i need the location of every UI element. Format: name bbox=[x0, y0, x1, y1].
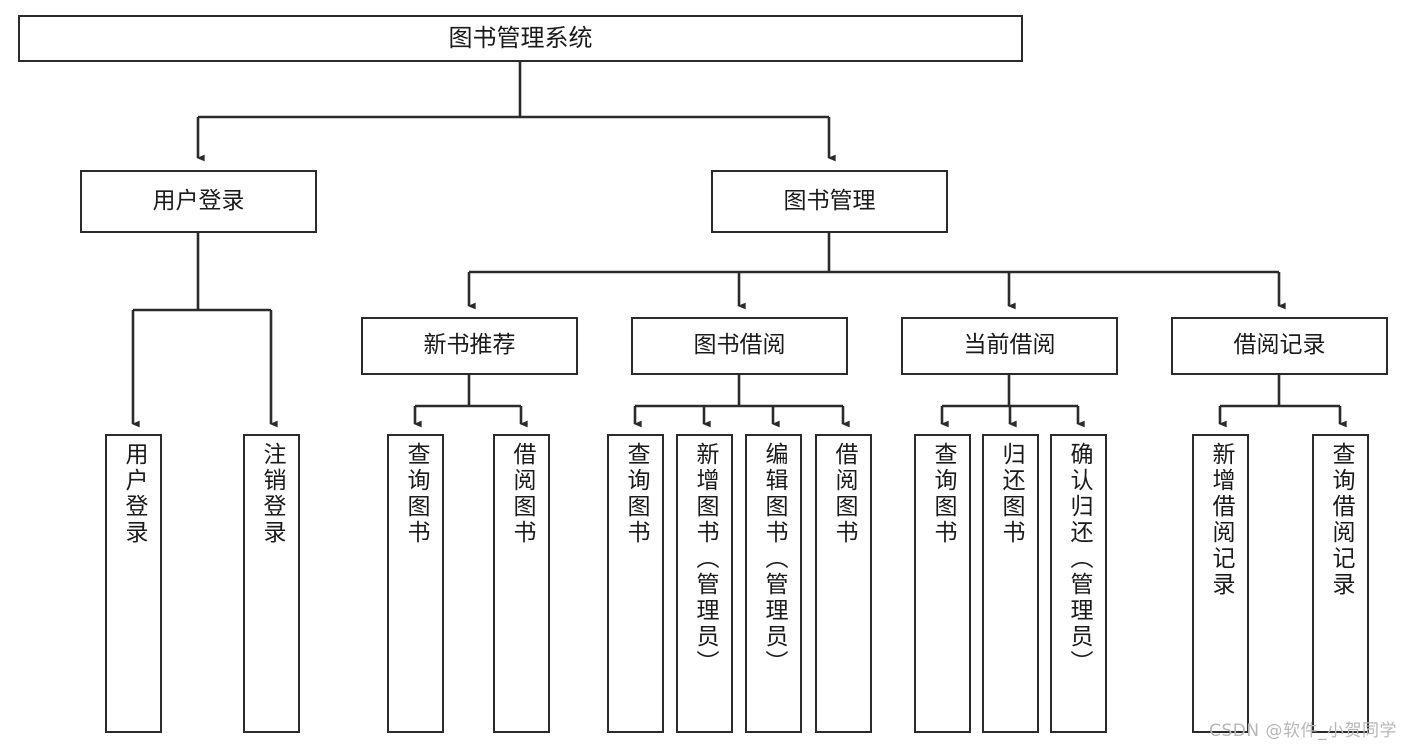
node-label: 用户登录 bbox=[121, 442, 147, 546]
node-label: 新书推荐 bbox=[423, 332, 516, 359]
node-leaf-confirm-return-admin[interactable]: 确认归还（管理员） bbox=[1050, 434, 1107, 733]
node-new-book-recommend[interactable]: 新书推荐 bbox=[361, 317, 578, 375]
node-label: 注销登录 bbox=[259, 442, 285, 546]
node-leaf-logout[interactable]: 注销登录 bbox=[243, 434, 300, 733]
node-label: 图书借阅 bbox=[693, 332, 786, 359]
node-leaf-recommend-query-book[interactable]: 查询图书 bbox=[387, 434, 444, 733]
node-user-login[interactable]: 用户登录 bbox=[80, 170, 317, 233]
node-leaf-borrow-query-book[interactable]: 查询图书 bbox=[607, 434, 664, 733]
node-label: 查询图书 bbox=[403, 442, 429, 546]
node-leaf-add-book-admin[interactable]: 新增图书（管理员） bbox=[676, 434, 733, 733]
node-leaf-add-borrow-record[interactable]: 新增借阅记录 bbox=[1192, 434, 1249, 733]
node-leaf-recommend-borrow-book[interactable]: 借阅图书 bbox=[493, 434, 550, 733]
node-label: 查询图书 bbox=[623, 442, 649, 546]
node-label: 归还图书 bbox=[998, 442, 1024, 546]
node-leaf-query-borrow-record[interactable]: 查询借阅记录 bbox=[1312, 434, 1369, 733]
node-root-book-management-system[interactable]: 图书管理系统 bbox=[18, 15, 1023, 62]
node-label: 借阅图书 bbox=[831, 442, 857, 546]
node-current-borrow[interactable]: 当前借阅 bbox=[901, 317, 1118, 375]
node-label: 确认归还（管理员） bbox=[1066, 442, 1092, 676]
node-leaf-borrow-book[interactable]: 借阅图书 bbox=[815, 434, 872, 733]
node-label: 查询图书 bbox=[930, 442, 956, 546]
node-leaf-return-book[interactable]: 归还图书 bbox=[982, 434, 1039, 733]
node-label: 借阅记录 bbox=[1233, 332, 1326, 359]
node-book-borrow[interactable]: 图书借阅 bbox=[631, 317, 848, 375]
node-leaf-current-query-book[interactable]: 查询图书 bbox=[914, 434, 971, 733]
node-borrow-record[interactable]: 借阅记录 bbox=[1171, 317, 1388, 375]
node-leaf-edit-book-admin[interactable]: 编辑图书（管理员） bbox=[745, 434, 802, 733]
node-label: 查询借阅记录 bbox=[1328, 442, 1354, 598]
node-label: 借阅图书 bbox=[509, 442, 535, 546]
node-label: 图书管理 bbox=[783, 187, 876, 214]
node-label: 新增借阅记录 bbox=[1208, 442, 1234, 598]
node-label: 图书管理系统 bbox=[448, 24, 593, 53]
node-label: 编辑图书（管理员） bbox=[761, 442, 787, 676]
node-label: 当前借阅 bbox=[963, 332, 1056, 359]
node-label: 新增图书（管理员） bbox=[692, 442, 718, 676]
node-book-management[interactable]: 图书管理 bbox=[711, 170, 948, 233]
node-leaf-user-login[interactable]: 用户登录 bbox=[105, 434, 162, 733]
node-label: 用户登录 bbox=[152, 187, 245, 214]
